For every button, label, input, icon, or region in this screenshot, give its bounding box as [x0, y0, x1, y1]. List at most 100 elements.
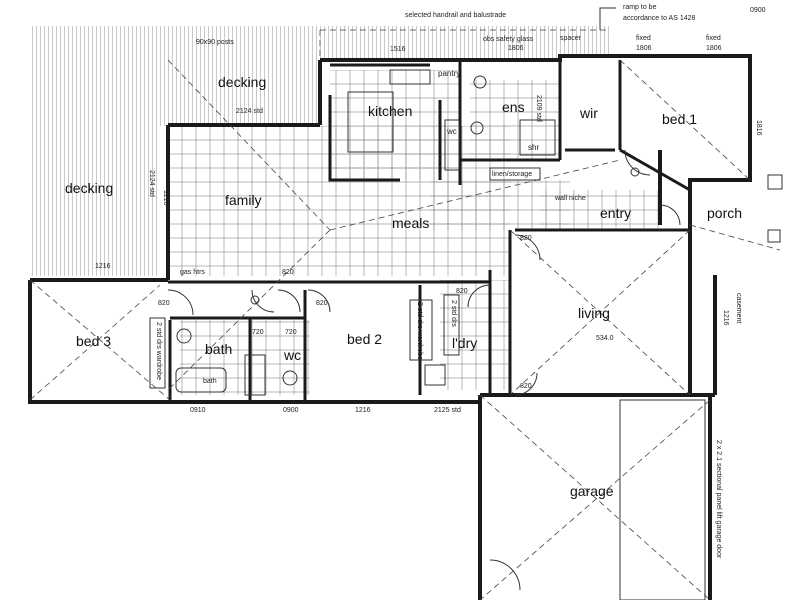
label-pantry: pantry: [438, 69, 460, 78]
shower-ens: [519, 119, 556, 156]
kitchen-sink: [389, 69, 431, 85]
tiled-floor: [170, 70, 660, 395]
linen-storage-shelf: [489, 167, 541, 181]
dim-21: 2125 std: [434, 407, 461, 414]
note-posts: 90x90 posts: [196, 39, 234, 46]
washer-space: [424, 364, 446, 386]
shower: [244, 354, 266, 396]
tile-bath: [180, 320, 250, 395]
internal-walls: [168, 60, 691, 400]
smoke-detector: [250, 295, 260, 305]
note-casement: casement: [735, 293, 742, 323]
note-linen-storage: linen/storage: [492, 171, 532, 178]
roof-lines: [29, 29, 781, 600]
ramp-note-leader: [599, 7, 616, 30]
note-bath-small: bath: [203, 378, 217, 385]
room-labels: decking decking kitchen pantry ens wir b…: [65, 69, 742, 499]
dim-6: 1216: [95, 263, 111, 270]
note-robe-ldry: 2 std drs: [450, 300, 457, 327]
label-decking-top: decking: [218, 74, 266, 90]
note-wall-niche: wall niche: [554, 195, 586, 202]
toilet-ens: [473, 75, 487, 89]
decking-left-area: [30, 26, 160, 276]
fridge-space: [444, 119, 460, 171]
decking-hatch: [30, 26, 610, 276]
note-gas-htrs: gas htrs: [180, 269, 205, 276]
dim-4: 1806: [706, 45, 722, 52]
note-fixed-2: fixed: [706, 35, 721, 42]
label-meals: meals: [392, 215, 429, 231]
dim-2: 1806: [508, 45, 524, 52]
note-ramp-2: accordance to AS 1428: [623, 15, 695, 22]
dim-15: 534.0: [596, 335, 614, 342]
note-spacer: spacer: [560, 35, 582, 42]
label-living: living: [578, 305, 610, 321]
basin-ens: [470, 121, 484, 135]
label-wc: wc: [283, 347, 301, 363]
smoke-detector-2: [630, 167, 640, 177]
tile-laundry: [440, 280, 510, 390]
fixtures: [149, 69, 783, 396]
note-garage-door: 2 x 2.1 sectional panel lift garage door: [715, 440, 722, 559]
decking-top-area: [160, 26, 320, 126]
dim-12: 820: [456, 288, 468, 295]
dim-7: 820: [282, 269, 294, 276]
label-porch: porch: [707, 205, 742, 221]
dim-10: 720: [285, 329, 297, 336]
dim-22: 1216: [162, 190, 169, 206]
bathtub: [175, 367, 227, 393]
dim-13: 820: [520, 235, 532, 242]
dimension-labels: 1516 1806 1806 1806 2124 std 1216 820 82…: [95, 7, 766, 414]
note-safety-glass: obs safety glass: [483, 36, 534, 43]
plan-notes: selected handrail and balustrade ramp to…: [155, 4, 742, 559]
dim-3: 1806: [636, 45, 652, 52]
label-shr: shr: [528, 143, 539, 152]
meter-box: [767, 174, 783, 190]
label-ens: ens: [502, 99, 525, 115]
dim-24: 2109 std: [535, 95, 542, 122]
tile-kitchen: [330, 70, 460, 180]
dim-9: 720: [252, 329, 264, 336]
dim-1: 1516: [390, 46, 406, 53]
label-garage: garage: [570, 483, 614, 499]
label-entry: entry: [600, 205, 631, 221]
wardrobe-bed3: [149, 317, 166, 389]
note-ramp-1: ramp to be: [623, 4, 657, 11]
kitchen-island: [347, 91, 394, 153]
door-swings: [167, 149, 681, 591]
garage-door-panel: [619, 399, 706, 600]
label-kitchen: kitchen: [368, 103, 412, 119]
dim-19: 0900: [283, 407, 299, 414]
note-robe-bed3: 2 std drs wardrobe: [155, 322, 162, 380]
note-fixed-1: fixed: [636, 35, 651, 42]
linen-ldry: [443, 294, 460, 356]
decking-strip: [320, 26, 610, 58]
label-ldry: l'dry: [452, 335, 477, 351]
wardrobe-bed2: [409, 299, 433, 361]
toilet-wc: [282, 370, 298, 386]
note-handrail: selected handrail and balustrade: [405, 12, 506, 19]
dim-5: 2124 std: [236, 108, 263, 115]
dim-18: 0910: [190, 407, 206, 414]
dim-8: 820: [158, 300, 170, 307]
label-bath: bath: [205, 341, 232, 357]
dim-16: 1216: [722, 310, 729, 326]
dim-14: 820: [520, 383, 532, 390]
tile-entry: [540, 190, 660, 230]
note-robe-bed2: 2 std drs wardrobe: [416, 302, 423, 360]
dim-20: 1216: [355, 407, 371, 414]
tile-wc: [250, 320, 310, 395]
label-bed2: bed 2: [347, 331, 382, 347]
label-wir: wir: [579, 105, 598, 121]
label-bed1: bed 1: [662, 111, 697, 127]
label-wc-small: wc: [446, 127, 457, 136]
label-decking-left: decking: [65, 180, 113, 196]
dim-23: 2124 std: [148, 170, 155, 197]
dim-25: 0900: [750, 7, 766, 14]
label-family: family: [225, 192, 262, 208]
tap-box: [767, 229, 781, 243]
dim-11: 820: [316, 300, 328, 307]
dim-17: 1816: [755, 120, 762, 136]
